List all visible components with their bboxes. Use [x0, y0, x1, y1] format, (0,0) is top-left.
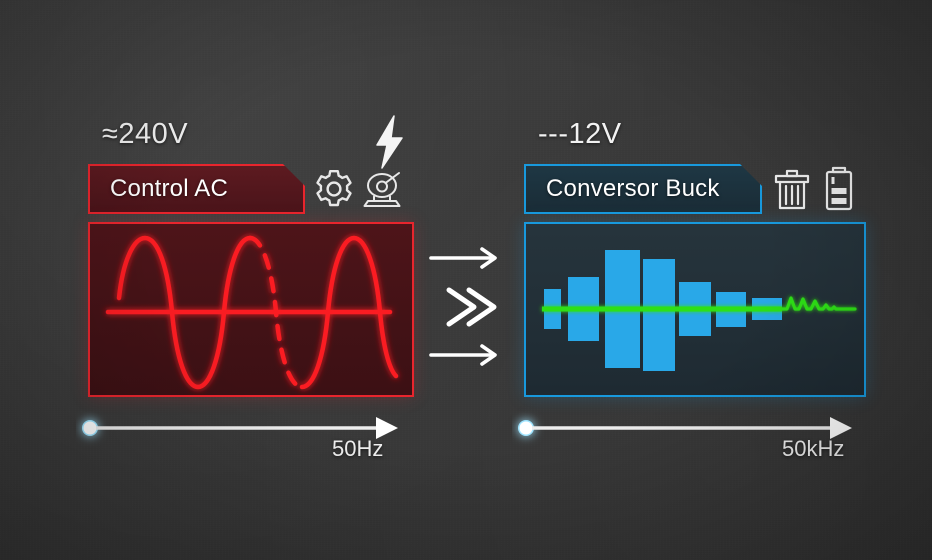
ac-sine-waveform	[105, 235, 399, 390]
right-voltage-label: ---12V	[538, 118, 622, 150]
right-frequency-axis	[512, 408, 860, 448]
arrow-right-bottom-icon	[429, 344, 498, 366]
left-panel-tab-label: Control AC	[110, 175, 229, 202]
dc-output-line	[542, 296, 857, 312]
right-panel-body	[524, 222, 866, 397]
battery-icon	[822, 166, 856, 212]
left-panel-tab[interactable]: Control AC	[88, 164, 305, 214]
double-chevron-right-icon	[446, 287, 497, 327]
trash-icon	[774, 168, 810, 212]
left-frequency-label: 50Hz	[332, 436, 384, 461]
gear-icon	[313, 168, 355, 210]
arrow-right-top-icon	[429, 247, 498, 269]
right-panel-tab[interactable]: Conversor Buck	[524, 164, 762, 214]
right-frequency-label: 50kHz	[782, 436, 845, 461]
left-panel-body	[88, 222, 414, 397]
buck-pwm-waveform	[542, 250, 857, 371]
right-panel-tab-label: Conversor Buck	[546, 175, 720, 202]
middle-arrows-group	[424, 236, 520, 376]
bench-grinder-icon	[362, 170, 410, 210]
left-voltage-label: ≈240V	[102, 118, 189, 150]
left-frequency-axis	[76, 408, 406, 448]
lightning-bolt-icon	[368, 114, 410, 170]
